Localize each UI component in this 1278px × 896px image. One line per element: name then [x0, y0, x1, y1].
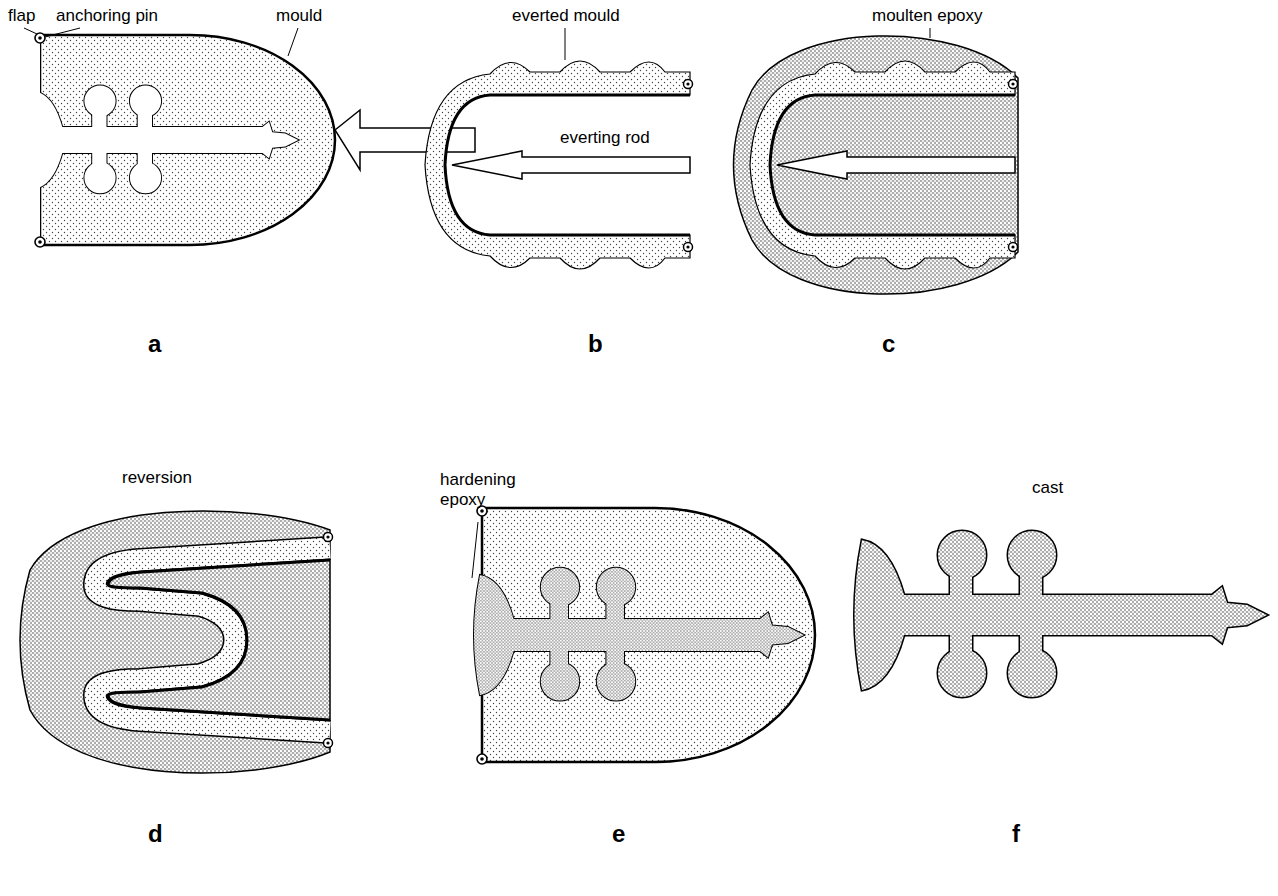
part-label: hardening epoxy [440, 470, 535, 509]
panel-letter: c [882, 330, 895, 358]
panel-letter: e [612, 820, 625, 848]
panel-letter: f [1012, 820, 1020, 848]
part-label: everting rod [560, 128, 650, 148]
panel-letter: a [148, 330, 161, 358]
part-label: moulten epoxy [872, 6, 983, 26]
panel-letter: d [148, 820, 163, 848]
part-label: flap [8, 6, 35, 26]
part-label: everted mould [512, 6, 620, 26]
part-label: mould [276, 6, 322, 26]
panel-letter: b [588, 330, 603, 358]
part-label: reversion [122, 468, 192, 488]
part-label: cast [1032, 478, 1063, 498]
part-label: anchoring pin [56, 6, 158, 26]
